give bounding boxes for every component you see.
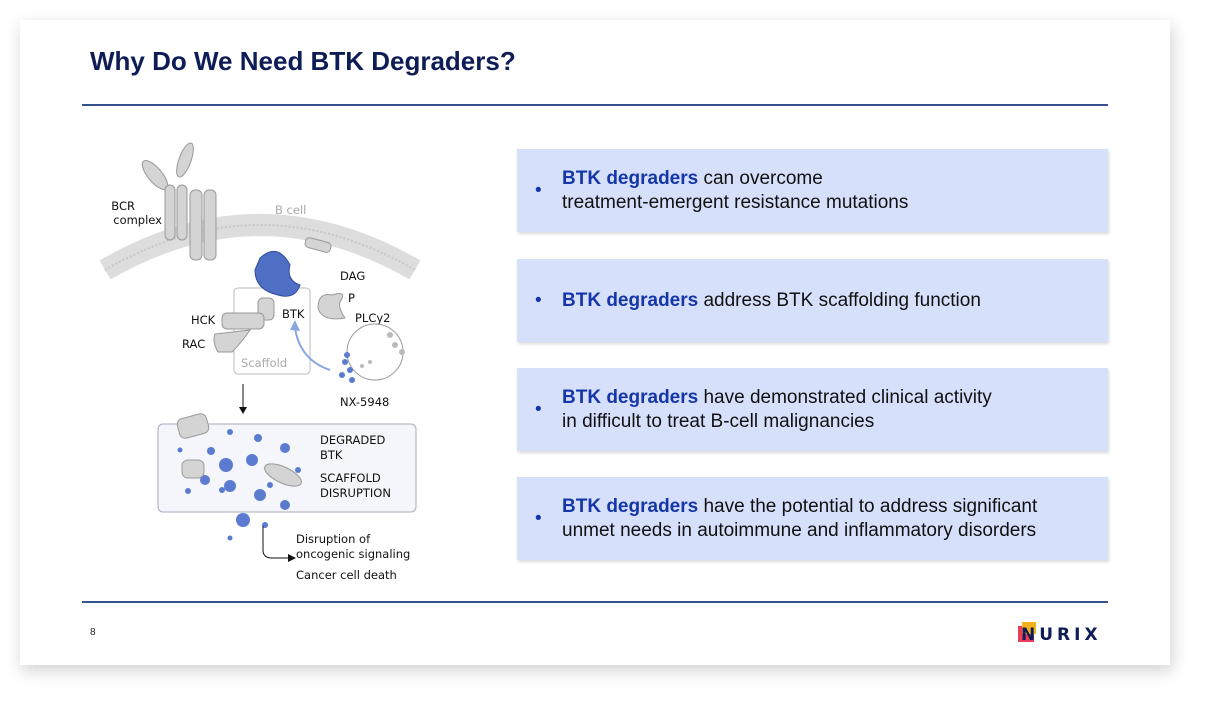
bullet: • xyxy=(535,179,542,201)
label-degraded: DEGRADED xyxy=(320,433,386,447)
rac-icon xyxy=(213,329,252,353)
point-box-4: • BTK degraders have the potential to ad… xyxy=(517,477,1108,560)
point-highlight: BTK degraders xyxy=(562,289,699,311)
slide: Why Do We Need BTK Degraders? BCR comple… xyxy=(20,20,1170,665)
label-p: P xyxy=(348,291,355,305)
btk-protein-icon xyxy=(254,250,301,297)
point-highlight: BTK degraders xyxy=(562,495,699,517)
outcome-arrow xyxy=(262,526,290,559)
bullet: • xyxy=(535,289,542,311)
label-outcome-3: Cancer cell death xyxy=(296,568,397,582)
point-text-line2: in difficult to treat B-cell malignancie… xyxy=(562,410,875,432)
point-text: have the potential to address significan… xyxy=(698,495,1038,517)
slide-title: Why Do We Need BTK Degraders? xyxy=(90,46,516,76)
top-divider xyxy=(82,104,1108,106)
point-text: address BTK scaffolding function xyxy=(698,289,981,311)
point-text: can overcome xyxy=(698,167,823,189)
label-b-cell: B cell xyxy=(275,203,306,217)
nurix-logo: NURIX xyxy=(1018,622,1102,644)
label-scaffold-disruption-1: SCAFFOLD xyxy=(320,471,381,485)
label-btk: BTK xyxy=(282,307,305,321)
point-text-line2: unmet needs in autoimmune and inflammato… xyxy=(562,519,1037,541)
bullet: • xyxy=(535,507,542,529)
label-dag: DAG xyxy=(340,269,365,283)
binding-arrow xyxy=(294,327,331,371)
label-complex: complex xyxy=(113,213,162,227)
point-box-2: • BTK degraders address BTK scaffolding … xyxy=(517,259,1108,342)
bcr-complex-icon xyxy=(141,142,217,261)
page-number: 8 xyxy=(90,627,96,638)
label-nx-5948: NX-5948 xyxy=(340,395,389,409)
hck-icon xyxy=(221,312,265,330)
bottom-divider xyxy=(82,601,1108,603)
bullet: • xyxy=(535,398,542,420)
label-scaffold: Scaffold xyxy=(241,356,287,370)
label-scaffold-disruption-2: DISRUPTION xyxy=(320,486,391,500)
point-highlight: BTK degraders xyxy=(562,167,699,189)
point-text-line2: treatment-emergent resistance mutations xyxy=(562,191,909,213)
btk-degradation-diagram: BCR complex B cell Scaffold BTK HCK RAC … xyxy=(99,142,421,582)
point-highlight: BTK degraders xyxy=(562,386,699,408)
nx-5948-molecule-icon xyxy=(346,323,404,381)
point-box-3: • BTK degraders have demonstrated clinic… xyxy=(517,368,1108,451)
label-plcy2: PLCy2 xyxy=(355,311,391,325)
point-text: have demonstrated clinical activity xyxy=(698,386,992,408)
label-hck: HCK xyxy=(191,313,216,327)
btk-fragments-icon xyxy=(177,429,301,541)
plcy2-icon xyxy=(317,293,346,320)
label-bcr: BCR xyxy=(111,199,135,213)
label-outcome-2: oncogenic signaling xyxy=(296,547,410,561)
label-degraded-btk: BTK xyxy=(320,448,343,462)
dag-icon xyxy=(304,237,332,253)
label-outcome-1: Disruption of xyxy=(296,532,371,546)
label-rac: RAC xyxy=(182,337,205,351)
svg-text:NURIX: NURIX xyxy=(1021,625,1102,644)
